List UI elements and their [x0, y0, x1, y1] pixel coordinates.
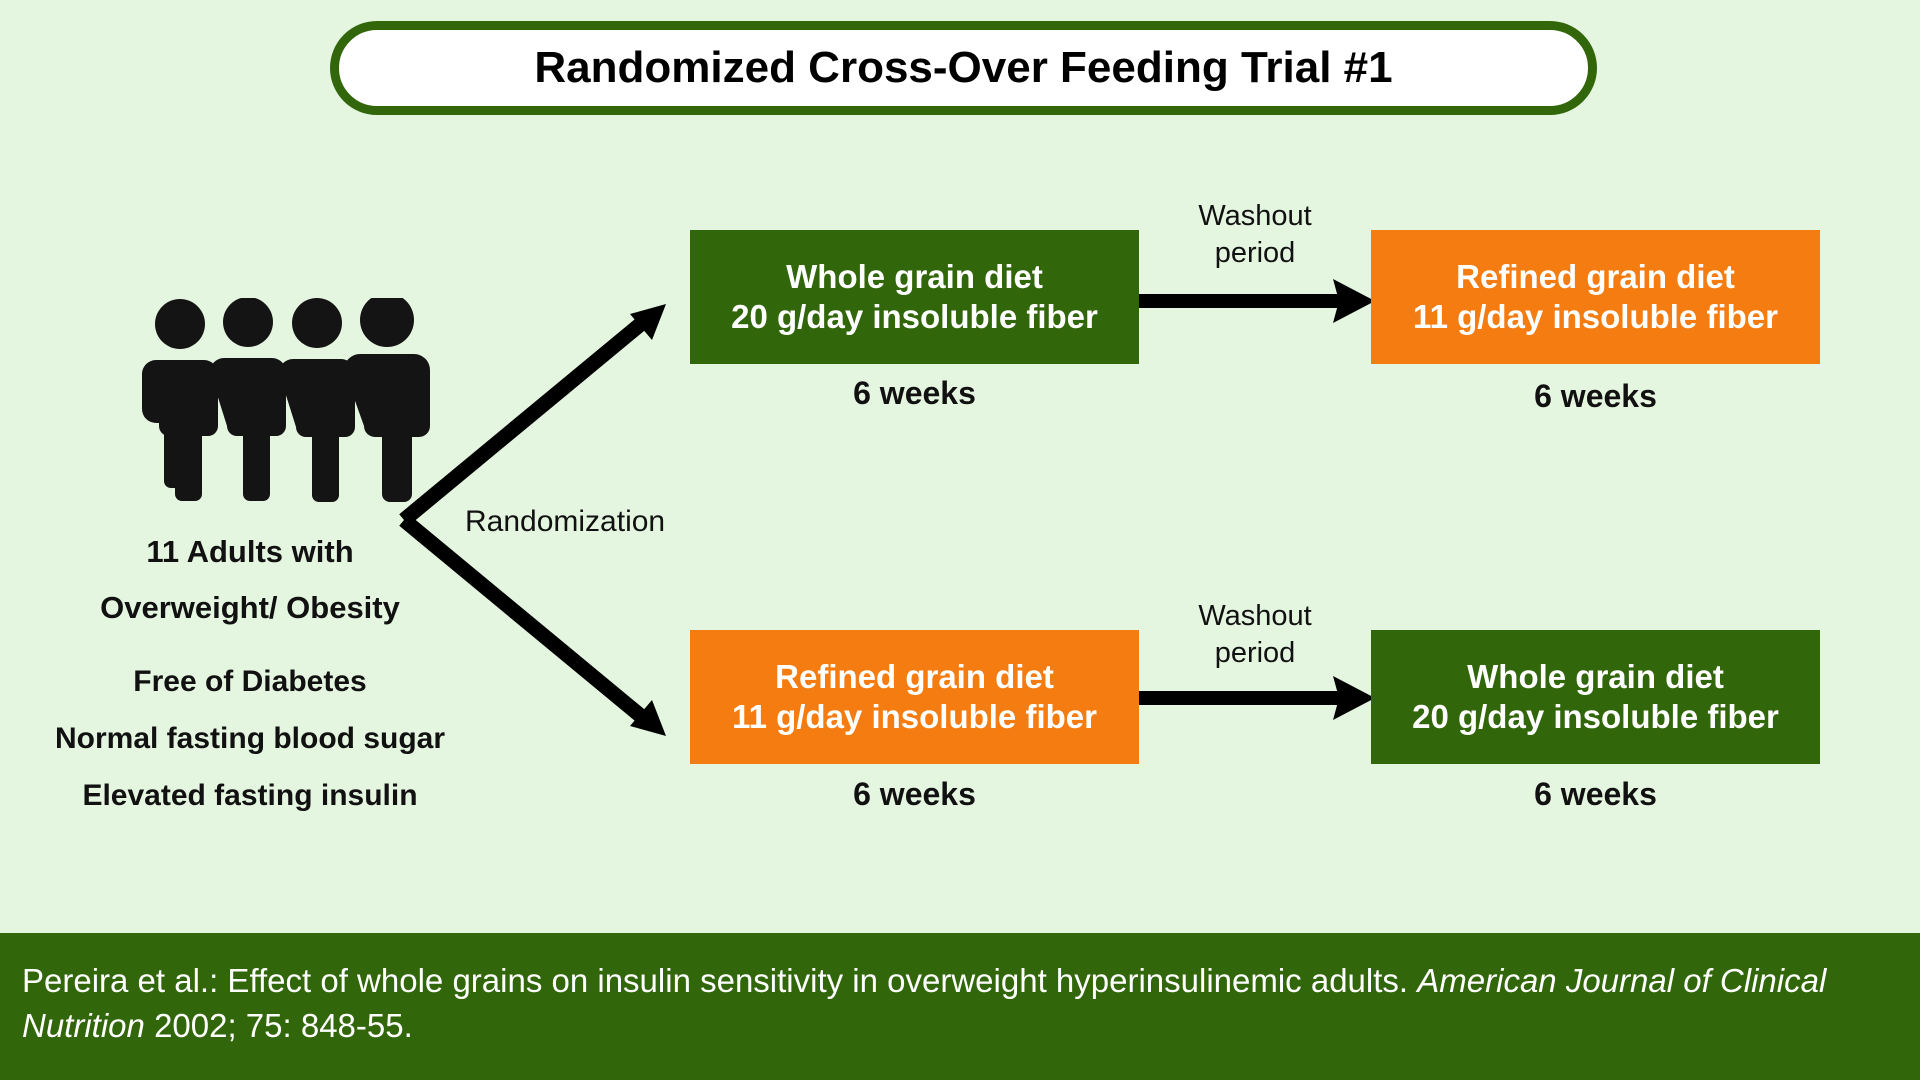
- arm-b-period1-diet: Refined grain diet: [775, 657, 1054, 695]
- arm-b-washout-label: Washout period: [1140, 598, 1370, 672]
- arm-b-period1-box: Refined grain diet 11 g/day insoluble fi…: [690, 630, 1139, 764]
- title-banner: Randomized Cross-Over Feeding Trial #1: [330, 21, 1597, 115]
- arm-a-period2-box: Refined grain diet 11 g/day insoluble fi…: [1371, 230, 1820, 364]
- arm-a-period1-duration: 6 weeks: [853, 375, 976, 411]
- page-title: Randomized Cross-Over Feeding Trial #1: [534, 43, 1393, 92]
- arm-a-period1-diet: Whole grain diet: [786, 257, 1043, 295]
- arm-a-period2-fiber: 11 g/day insoluble fiber: [1413, 297, 1778, 335]
- arm-b-period1-duration: 6 weeks: [853, 776, 976, 812]
- arm-b-period2-duration: 6 weeks: [1534, 776, 1657, 812]
- four-people-icon: [140, 293, 430, 510]
- arm-a-period2-duration: 6 weeks: [1534, 378, 1657, 414]
- arm-a-washout-line1: Washout: [1198, 200, 1312, 232]
- arm-b-period1-fiber: 11 g/day insoluble fiber: [732, 697, 1097, 735]
- arm-b-period2-box: Whole grain diet 20 g/day insoluble fibe…: [1371, 630, 1820, 764]
- branching-arrows-icon: [380, 260, 700, 780]
- arm-a-period2-diet: Refined grain diet: [1456, 257, 1735, 295]
- citation-journal: American Journal of Clinical Nutrition: [22, 962, 1827, 1044]
- citation-bar: Pereira et al.: Effect of whole grains o…: [0, 933, 1920, 1080]
- participants-line-4: Normal fasting blood sugar: [54, 722, 446, 755]
- arm-a-period1-fiber: 20 g/day insoluble fiber: [731, 297, 1098, 335]
- participants-line-5: Elevated fasting insulin: [82, 779, 418, 812]
- participants-line-2: Overweight/ Obesity: [100, 590, 400, 625]
- arm-a-period1-box: Whole grain diet 20 g/day insoluble fibe…: [690, 230, 1139, 364]
- randomization-label: Randomization: [465, 505, 666, 538]
- arm-b-period2-fiber: 20 g/day insoluble fiber: [1412, 697, 1779, 735]
- arm-b-washout-line2: period: [1214, 637, 1296, 670]
- arm-b-washout-line1: Washout: [1198, 600, 1312, 632]
- arm-b-washout-right-arrow-icon: [1135, 675, 1385, 721]
- arm-a-washout-right-arrow-icon: [1135, 278, 1385, 324]
- citation-authors-title: Pereira et al.: Effect of whole grains o…: [22, 962, 1409, 999]
- arm-a-washout-line2: period: [1214, 237, 1296, 270]
- arm-a-washout-label: Washout period: [1140, 198, 1370, 272]
- arm-b-period2-diet: Whole grain diet: [1467, 657, 1724, 695]
- citation-details: 2002; 75: 848-55.: [154, 1006, 413, 1044]
- participants-line-3: Free of Diabetes: [133, 665, 367, 698]
- citation-text: Pereira et al.: Effect of whole grains o…: [22, 959, 1902, 1048]
- participants-line-1: 11 Adults with: [146, 534, 354, 569]
